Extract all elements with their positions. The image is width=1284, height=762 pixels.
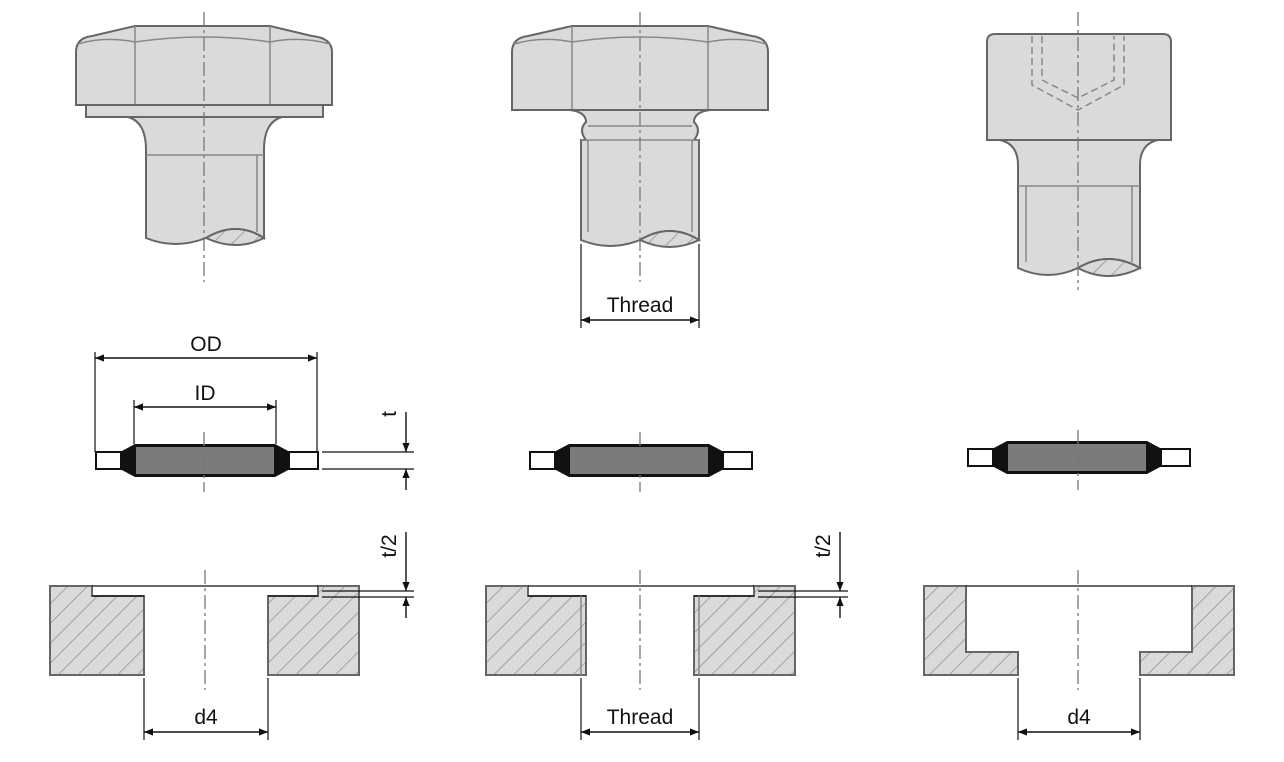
half-thickness-label-right: t/2 xyxy=(812,534,835,557)
d4-dimension-right: d4 xyxy=(1017,678,1141,740)
d4-label-left: d4 xyxy=(194,706,218,729)
sealing-washer-dimensioned xyxy=(95,432,319,492)
sealing-washer-right xyxy=(967,430,1191,490)
id-label: ID xyxy=(195,382,216,405)
half-thickness-dimension-left: t/2 xyxy=(322,532,414,618)
thread-dimension-bottom: Thread xyxy=(580,678,700,740)
od-label: OD xyxy=(190,333,222,356)
counterbored-through-hole xyxy=(49,570,360,690)
deep-counterbore xyxy=(923,570,1235,690)
hex-bolt-with-undercut xyxy=(511,12,769,282)
sealing-washer-middle xyxy=(529,432,753,492)
id-dimension: ID xyxy=(133,382,277,444)
thread-label-top: Thread xyxy=(607,294,674,317)
hex-bolt-with-flange xyxy=(75,12,333,282)
thread-label-bottom: Thread xyxy=(607,706,674,729)
socket-head-cap-screw xyxy=(986,12,1172,290)
counterbored-threaded-hole xyxy=(485,570,796,690)
half-thickness-label-left: t/2 xyxy=(378,534,401,557)
thickness-dimension: t xyxy=(322,411,414,490)
d4-dimension-left: d4 xyxy=(143,678,269,740)
od-dimension: OD xyxy=(94,333,318,452)
d4-label-right: d4 xyxy=(1067,706,1091,729)
thickness-label: t xyxy=(378,411,401,417)
half-thickness-dimension-right: t/2 xyxy=(758,532,848,618)
thread-dimension-top: Thread xyxy=(580,244,700,328)
